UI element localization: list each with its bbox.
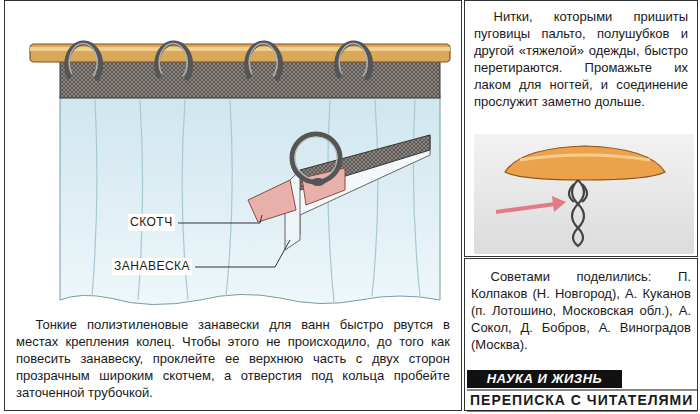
tip-text: Нитки, которыми пришиты пуговицы пальто,… bbox=[468, 8, 694, 110]
credits-box: Советами поделились: П. Колпаков (Н. Нов… bbox=[464, 260, 698, 410]
paragraph: Нитки, которыми пришиты пуговицы пальто,… bbox=[474, 8, 688, 110]
logo-band: НАУКА И ЖИЗНЬ bbox=[467, 370, 622, 388]
section-title: ПЕРЕПИСКА С ЧИТАТЕЛЯМИ bbox=[468, 392, 695, 409]
curtain-ring bbox=[67, 43, 371, 80]
leader-line bbox=[178, 215, 290, 267]
curtain-detail bbox=[248, 134, 430, 250]
paragraph: Советами поделились: П. Колпаков (Н. Нов… bbox=[471, 268, 691, 353]
panel-frame bbox=[465, 1, 698, 257]
part-label: ЗАНАВЕСКА bbox=[112, 258, 192, 275]
paragraph: Тонкие полиэтиленовые занавески для ванн… bbox=[16, 316, 450, 401]
part-label: СКОТЧ bbox=[128, 214, 175, 231]
button-illustration bbox=[474, 134, 694, 254]
panel-frame bbox=[465, 259, 698, 411]
logo-rule bbox=[467, 390, 697, 411]
tip-text: Тонкие полиэтиленовые занавески для ванн… bbox=[12, 316, 454, 401]
logo-title: НАУКА И ЖИЗНЬ bbox=[471, 371, 618, 387]
panel-frame bbox=[5, 1, 462, 411]
curtain bbox=[60, 60, 440, 305]
